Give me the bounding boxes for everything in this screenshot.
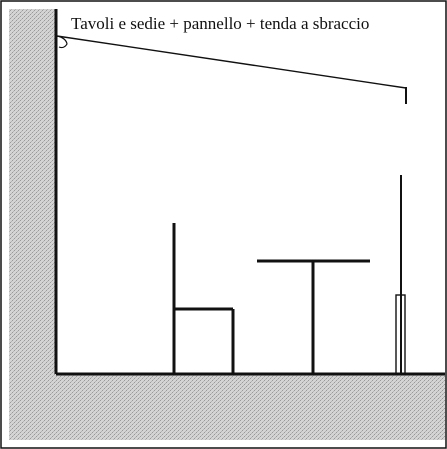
table	[257, 259, 370, 374]
diagram-caption: Tavoli e sedie + pannello + tenda a sbra…	[71, 14, 369, 33]
wall	[9, 9, 55, 374]
awning-arm	[56, 35, 407, 89]
panel-base	[395, 294, 406, 375]
chair	[172, 223, 235, 374]
ground	[9, 374, 445, 440]
awning-bracket	[56, 35, 68, 49]
panel	[395, 175, 406, 375]
